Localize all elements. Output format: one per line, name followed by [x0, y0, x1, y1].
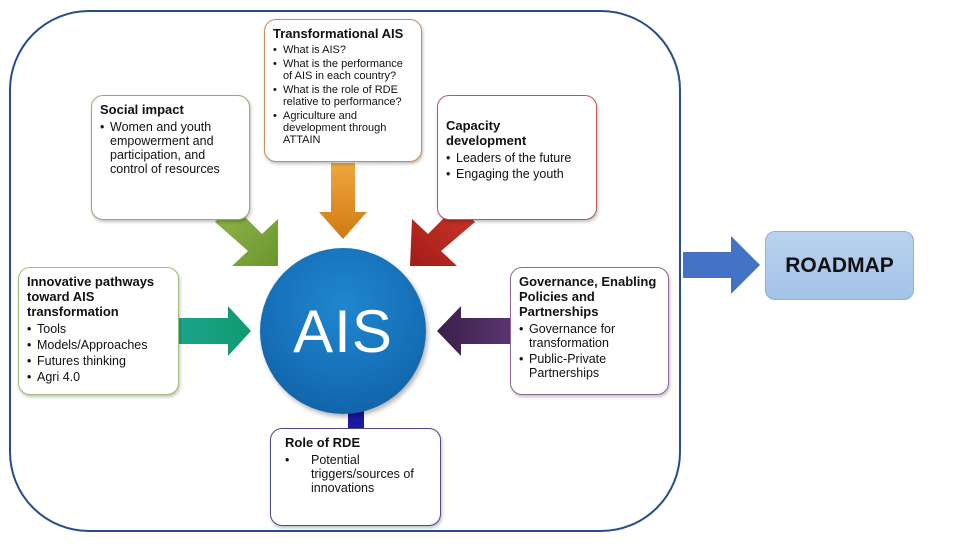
list-item: Models/Approaches — [27, 338, 170, 352]
box-title: Governance, Enabling Policies and Partne… — [519, 274, 657, 319]
box-social-impact: Social impact Women and youth empowermen… — [91, 95, 250, 220]
box-governance: Governance, Enabling Policies and Partne… — [510, 267, 669, 395]
box-role-of-rde: Role of RDE Potential triggers/sources o… — [270, 428, 441, 526]
box-title: Innovative pathways toward AIS transform… — [27, 274, 155, 319]
framework-border — [9, 10, 681, 532]
list-item: Potential triggers/sources of innovation… — [285, 453, 432, 495]
roadmap-box: ROADMAP — [765, 231, 914, 300]
list-item: Agri 4.0 — [27, 370, 170, 384]
box-transformational-ais: Transformational AIS What is AIS? What i… — [264, 19, 422, 162]
box-capacity-development: Capacity development Leaders of the futu… — [437, 95, 597, 220]
list-item: Tools — [27, 322, 170, 336]
list-item: Agriculture and development through ATTA… — [273, 110, 413, 146]
box-title: Role of RDE — [285, 435, 361, 450]
list-item: Governance for transformation — [519, 322, 660, 350]
list-item: Engaging the youth — [446, 167, 588, 181]
arrow-governance — [437, 306, 510, 356]
box-innovative-pathways: Innovative pathways toward AIS transform… — [18, 267, 179, 395]
list-item: Women and youth empowerment and particip… — [100, 120, 241, 176]
arrow-roadmap — [683, 236, 760, 294]
box-title: Transformational AIS — [273, 26, 404, 41]
list-item: What is AIS? — [273, 44, 413, 56]
ais-center: AIS — [260, 248, 426, 414]
list-item: What is the role of RDE relative to perf… — [273, 84, 413, 108]
list-item: What is the performance of AIS in each c… — [273, 58, 413, 82]
arrow-innovative — [178, 306, 251, 356]
list-item: Public-Private Partnerships — [519, 352, 660, 380]
box-title: Social impact — [100, 102, 184, 117]
list-item: Leaders of the future — [446, 151, 588, 165]
ais-label: AIS — [293, 297, 393, 365]
arrow-transformational — [319, 163, 367, 239]
box-title: Capacity development — [446, 118, 527, 148]
list-item: Futures thinking — [27, 354, 170, 368]
